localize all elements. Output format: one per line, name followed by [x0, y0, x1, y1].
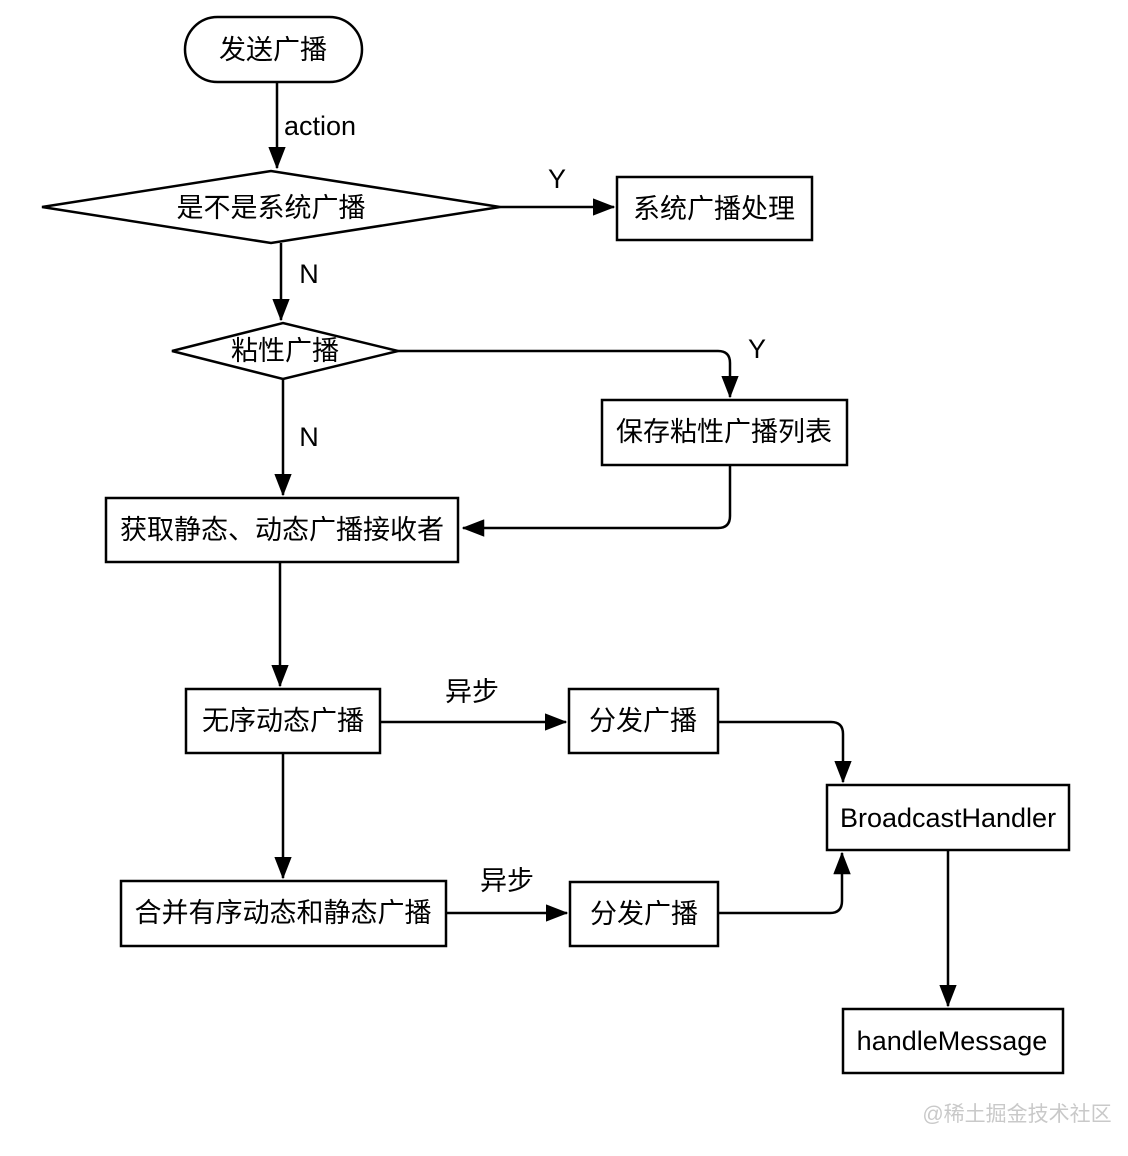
unordered-dynamic-shape: [184, 687, 382, 755]
decision-system-broadcast-shape: [41, 169, 501, 245]
start-node-shape: [183, 15, 364, 84]
dispatch-broadcast-2-label: 分发广播: [590, 899, 698, 929]
edge-label-yes-system: Y: [548, 164, 566, 194]
edge-label-async-ordered: 异步: [480, 866, 534, 896]
decision-system-broadcast-label: 是不是系统广播: [177, 193, 366, 223]
handle-message-shape: [841, 1007, 1065, 1075]
dispatch-broadcast-1-label: 分发广播: [589, 706, 697, 736]
broadcast-handler-shape: [825, 783, 1071, 852]
dispatch-broadcast-1-shape: [567, 687, 720, 755]
edge-sticky-decision-yes: [398, 349, 739, 399]
save-sticky-list-shape: [600, 398, 849, 467]
merge-ordered-static-label: 合并有序动态和静态广播: [135, 898, 432, 928]
edge-dispatch1-to-handler: [718, 720, 852, 784]
edge-label-no-sticky: N: [299, 422, 319, 452]
edge-label-action: action: [284, 111, 356, 141]
edge-save-sticky-to-get-receivers: [461, 465, 732, 537]
edge-label-async-unordered: 异步: [445, 677, 499, 707]
edge-label-no-system: N: [299, 259, 319, 289]
broadcast-handler-label: BroadcastHandler: [840, 803, 1056, 833]
get-receivers-shape: [104, 496, 460, 564]
system-broadcast-handling-label: 系统广播处理: [633, 194, 795, 224]
handle-message-label: handleMessage: [857, 1026, 1048, 1056]
decision-sticky-broadcast-shape: [171, 321, 399, 381]
system-broadcast-handling-shape: [615, 175, 814, 242]
edge-label-yes-sticky: Y: [748, 334, 766, 364]
watermark-text: @稀土掘金技术社区: [922, 1103, 1111, 1126]
edge-dispatch2-to-handler: [718, 851, 851, 915]
get-receivers-label: 获取静态、动态广播接收者: [120, 515, 444, 545]
save-sticky-list-label: 保存粘性广播列表: [616, 417, 832, 447]
merge-ordered-static-shape: [119, 879, 448, 948]
dispatch-broadcast-2-shape: [568, 880, 720, 948]
unordered-dynamic-label: 无序动态广播: [202, 706, 364, 736]
decision-sticky-broadcast-label: 粘性广播: [231, 336, 339, 366]
start-node-label: 发送广播: [219, 35, 327, 65]
